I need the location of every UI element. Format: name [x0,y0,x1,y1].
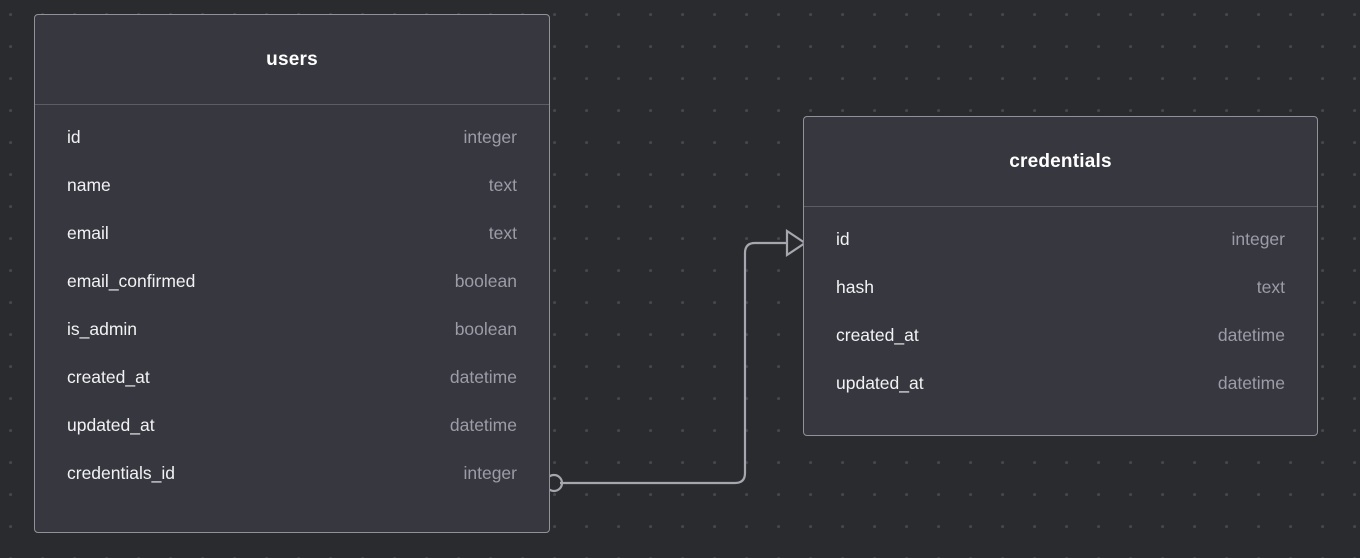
column-type: datetime [449,414,517,435]
column-name: hash [836,276,874,297]
table-header-credentials[interactable]: credentials [804,117,1317,207]
table-card-users[interactable]: users id integer name text email text em… [34,14,550,533]
table-row[interactable]: email_confirmed boolean [35,257,549,305]
column-name: updated_at [836,372,924,393]
table-title-credentials: credentials [1009,150,1112,172]
column-type: datetime [449,366,517,387]
table-row[interactable]: created_at datetime [804,311,1317,359]
column-type: text [488,222,517,243]
column-name: name [67,174,111,195]
table-header-users[interactable]: users [35,15,549,105]
column-name: email [67,222,109,243]
column-type: boolean [454,318,517,339]
column-type: boolean [454,270,517,291]
table-row[interactable]: is_admin boolean [35,305,549,353]
column-type: integer [463,462,517,483]
table-title-users: users [266,48,318,70]
column-name: is_admin [67,318,138,339]
table-row-foreign-key[interactable]: credentials_id integer [35,449,549,497]
column-type: integer [463,126,517,147]
column-type: text [488,174,517,195]
column-name: updated_at [67,414,155,435]
table-row[interactable]: email text [35,209,549,257]
table-row[interactable]: hash text [804,263,1317,311]
column-type: datetime [1217,372,1285,393]
table-row[interactable]: name text [35,161,549,209]
column-type: text [1256,276,1285,297]
column-name: email_confirmed [67,270,196,291]
table-body-users: id integer name text email text email_co… [35,105,549,497]
column-name: id [836,228,850,249]
table-row[interactable]: updated_at datetime [35,401,549,449]
relationship-line-users-credentials[interactable] [560,241,787,485]
table-row[interactable]: created_at datetime [35,353,549,401]
column-name: credentials_id [67,462,175,483]
table-body-credentials: id integer hash text created_at datetime… [804,207,1317,407]
column-name: created_at [67,366,150,387]
column-type: integer [1231,228,1285,249]
table-row-primary-key[interactable]: id integer [804,215,1317,263]
column-type: datetime [1217,324,1285,345]
table-row[interactable]: id integer [35,113,549,161]
column-name: id [67,126,81,147]
table-row[interactable]: updated_at datetime [804,359,1317,407]
table-card-credentials[interactable]: credentials id integer hash text created… [803,116,1318,436]
column-name: created_at [836,324,919,345]
